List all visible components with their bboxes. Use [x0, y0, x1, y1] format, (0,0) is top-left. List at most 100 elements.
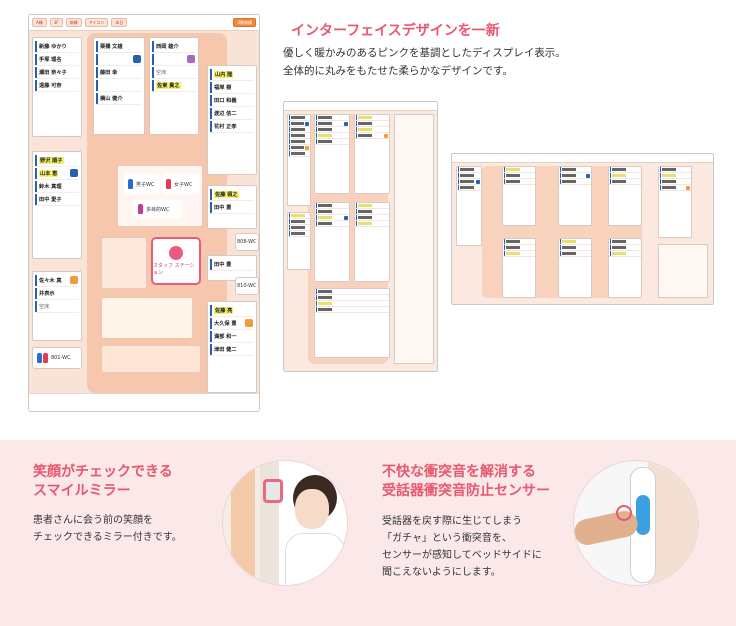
bed[interactable]: 花村 正孝: [210, 120, 254, 133]
bed[interactable]: 井表示: [35, 287, 79, 300]
bed[interactable]: 佐東 貴之: [152, 79, 196, 92]
bath-icon: [187, 55, 195, 63]
bed[interactable]: 藤田 幸: [96, 66, 142, 79]
patient-name: 井表示: [39, 290, 55, 297]
bed[interactable]: 手塚 理名: [35, 53, 79, 66]
patient-name: 田口 和義: [214, 97, 237, 104]
bed[interactable]: 佐藤 領之: [210, 188, 254, 201]
bed[interactable]: 田中 豊: [210, 201, 254, 214]
bed[interactable]: 田中 豊: [210, 258, 254, 271]
room-right-1: 山内 陸 福岸 樹 田口 和義 渡辺 信二 花村 正孝: [207, 65, 257, 175]
mirror-icon: [263, 479, 283, 503]
restroom-icon: [37, 353, 48, 363]
bed[interactable]: 渡辺 信二: [210, 107, 254, 120]
bed[interactable]: 満部 和一: [210, 330, 254, 343]
mini-room: [314, 202, 350, 282]
smile-title-line2: スマイルミラー: [33, 483, 131, 499]
wc-multi[interactable]: 多目的WC: [134, 200, 182, 218]
smile-description: 患者さんに会う前の笑顔を チェックできるミラー付きです。: [33, 512, 182, 546]
sensor-desc-line3: センサーが感知してベッドサイドに: [382, 550, 542, 561]
mini-room: [354, 114, 390, 194]
bed[interactable]: [152, 53, 196, 66]
bed[interactable]: 野沢 順子: [35, 154, 79, 167]
bed[interactable]: 佐藤 亮: [210, 304, 254, 317]
patient-name: 福岸 樹: [214, 84, 232, 91]
photo-screen-edge: [648, 461, 698, 585]
sensor-description: 受話器を戻す際に生じてしまう 「ガチャ」という衝突音を、 センサーが感知してベッ…: [382, 513, 542, 581]
bed[interactable]: 横山 健介: [96, 92, 142, 105]
nurse-call-screen-large: A棟 3F 病棟 アイコン 本日 4階病棟 新藤 ゆかり 手塚 理名 瀬田 奈々…: [28, 14, 260, 412]
wc-801[interactable]: 801-WC: [32, 347, 82, 369]
staff-station-label: スタッフ ステーション: [153, 263, 195, 276]
toolbar-tab-2[interactable]: 3F: [49, 18, 63, 27]
toolbar-tab-4[interactable]: アイコン: [84, 18, 109, 27]
bed[interactable]: 山内 陸: [210, 68, 254, 81]
dayroom-area: [101, 297, 193, 339]
bed[interactable]: 鈴木 真理: [35, 180, 79, 193]
patient-name: 栗橋 文雄: [100, 43, 123, 50]
patient-name: 西岡 雄介: [156, 43, 179, 50]
bed[interactable]: [96, 79, 142, 92]
wc-808-label: 808-WC: [237, 239, 257, 245]
ward-button[interactable]: 4階病棟: [233, 18, 256, 27]
bed[interactable]: 田口 和義: [210, 94, 254, 107]
smile-desc-line2: チェックできるミラー付きです。: [33, 532, 182, 543]
mini-room: [287, 114, 311, 206]
mini-room-wc: [658, 244, 708, 298]
person-face: [295, 489, 329, 529]
patient-name: 大久保 豊: [214, 320, 237, 327]
sensor-desc-line2: 「ガチャ」という衝突音を、: [382, 533, 512, 544]
screen-status-bar: [29, 393, 259, 411]
sensor-icon: [636, 495, 650, 535]
nurse-call-screen-medium: [283, 101, 438, 372]
staff-station[interactable]: スタッフ ステーション: [151, 237, 201, 285]
bed-empty[interactable]: 空床: [152, 66, 196, 79]
patient-name: 横山 健介: [100, 95, 123, 102]
mini-room: [558, 238, 592, 298]
multipurpose-icon: [138, 204, 143, 214]
toolbar-tab-1[interactable]: A棟: [32, 18, 47, 27]
wc-808[interactable]: 808-WC: [235, 233, 259, 251]
bed[interactable]: 山本 恵: [35, 167, 79, 180]
bed[interactable]: 新藤 ゆかり: [35, 40, 79, 53]
sensor-photo: [573, 460, 699, 586]
bed[interactable]: 佐々木 真: [35, 274, 79, 287]
empty-bed-label: 空床: [156, 69, 167, 76]
wc-male-label: 男子WC: [136, 181, 155, 188]
toolbar-tab-3[interactable]: 病棟: [65, 18, 82, 27]
patient-name: 鈴木 真理: [39, 183, 62, 190]
wheelchair-icon: [133, 55, 141, 63]
bed[interactable]: [96, 53, 142, 66]
bed-empty[interactable]: 空床: [35, 300, 79, 313]
bed[interactable]: 津田 健二: [210, 343, 254, 356]
bed[interactable]: 田中 愛子: [35, 193, 79, 206]
patient-name: 満部 和一: [214, 333, 237, 340]
bed[interactable]: 栗橋 文雄: [96, 40, 142, 53]
female-icon: [166, 179, 171, 189]
bed[interactable]: 西岡 雄介: [152, 40, 196, 53]
bed[interactable]: 福岸 樹: [210, 81, 254, 94]
alert-icon: [70, 276, 78, 284]
bed[interactable]: 瀬田 奈々子: [35, 66, 79, 79]
sensor-wave-icon: [616, 505, 632, 521]
patient-name: 田中 豊: [214, 261, 232, 268]
room-left-3: 佐々木 真 井表示 空床: [32, 271, 82, 341]
wc-male[interactable]: 男子WC: [124, 174, 160, 194]
patient-name: 遠藤 可奈: [39, 82, 62, 89]
bed[interactable]: 遠藤 可奈: [35, 79, 79, 92]
patient-name: 藤田 幸: [100, 69, 118, 76]
bed[interactable]: 大久保 豊: [210, 317, 254, 330]
mini-room: [608, 166, 642, 226]
wc-female-label: 女子WC: [174, 181, 193, 188]
lounge-area: [101, 237, 147, 289]
patient-name: 山内 陸: [214, 70, 234, 78]
patient-name: 佐々木 真: [39, 277, 62, 284]
room-left-1: 新藤 ゆかり 手塚 理名 瀬田 奈々子 遠藤 可奈: [32, 37, 82, 137]
patient-name: 田中 愛子: [39, 196, 62, 203]
toolbar-tab-5[interactable]: 本日: [111, 18, 128, 27]
nurse-call-screen-wide: [451, 153, 714, 305]
wc-810[interactable]: 810-WC: [235, 277, 259, 295]
screen-toolbar-small: [284, 102, 437, 111]
wc-female[interactable]: 女子WC: [162, 174, 200, 194]
